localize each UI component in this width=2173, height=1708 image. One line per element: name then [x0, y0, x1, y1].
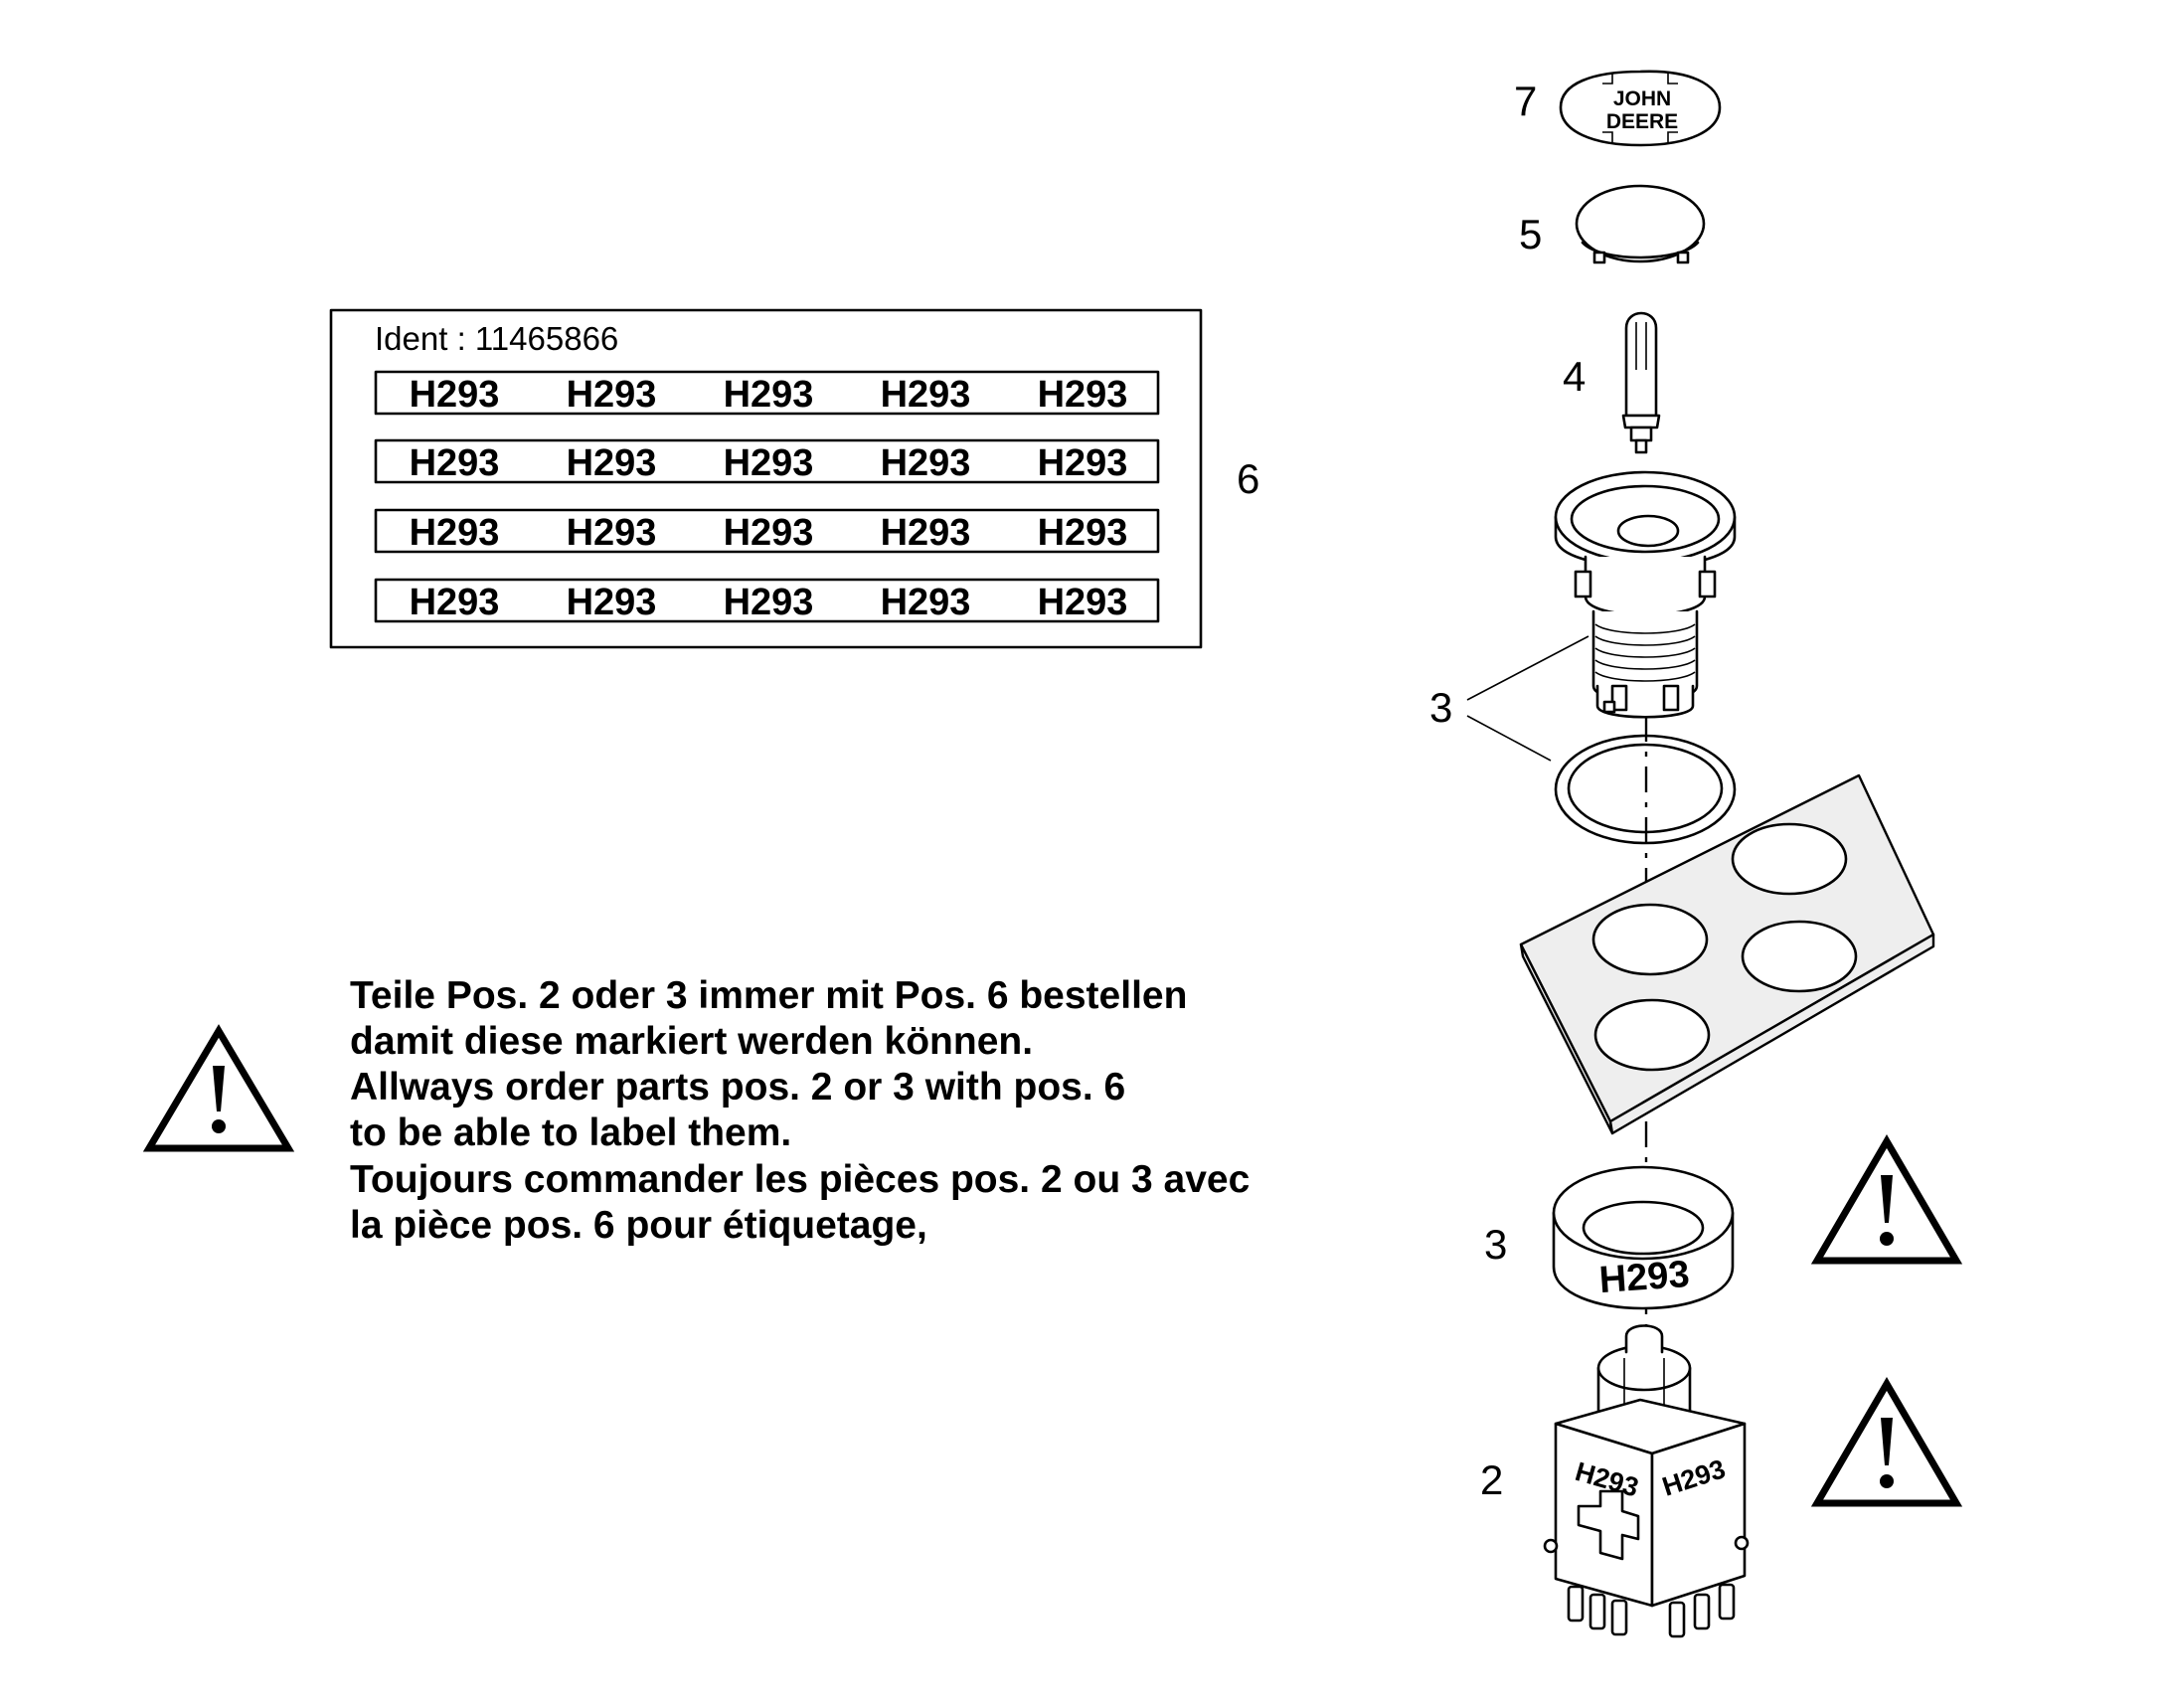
warning-triangle-icon: [1810, 1134, 1963, 1265]
mounting-plate: [1519, 773, 1935, 1135]
callout-2: 2: [1480, 1456, 1503, 1503]
label-sheet: Ident : 11465866 H293 H293 H293 H293 H29…: [329, 308, 1203, 649]
label-cell: H293: [410, 442, 500, 484]
label-row-1: H293 H293 H293 H293 H293: [374, 370, 1160, 416]
label-cell: H293: [724, 512, 814, 554]
label-row-3: H293 H293 H293 H293 H293: [374, 508, 1160, 554]
warning-note: Teile Pos. 2 oder 3 immer mit Pos. 6 bes…: [350, 974, 1250, 1247]
switch-pin: [1668, 1601, 1686, 1638]
o-ring: [1554, 734, 1737, 845]
switch-pin: [1588, 1593, 1606, 1630]
note-line: Toujours commander les pièces pos. 2 ou …: [350, 1158, 1250, 1201]
label-cell: H293: [1038, 582, 1128, 623]
label-cell: H293: [567, 512, 657, 554]
switch-pin: [1610, 1599, 1628, 1636]
leader-line: [1466, 715, 1552, 762]
label-cell: H293: [881, 442, 971, 484]
label-cell: H293: [1038, 374, 1128, 416]
ident-number: Ident : 11465866: [375, 320, 618, 357]
label-cell: H293: [567, 374, 657, 416]
label-cell: H293: [1038, 512, 1128, 554]
bulb: [1621, 311, 1661, 454]
ring-marking: H293: [1597, 1254, 1691, 1301]
leader-line: [1466, 635, 1589, 701]
callout-6: 6: [1237, 455, 1259, 502]
switch-pin: [1718, 1583, 1736, 1621]
lens-cap: [1575, 184, 1706, 264]
label-cell: H293: [881, 512, 971, 554]
label-cell: H293: [881, 374, 971, 416]
note-line: Allways order parts pos. 2 or 3 with pos…: [350, 1066, 1125, 1109]
logo-text-deere: DEERE: [1606, 110, 1678, 133]
warning-triangle-icon: [1810, 1377, 1963, 1507]
john-deere-logo-badge: JOHN DEERE: [1559, 70, 1722, 147]
note-line: Teile Pos. 2 oder 3 immer mit Pos. 6 bes…: [350, 974, 1187, 1017]
label-cell: H293: [410, 374, 500, 416]
switch-pin: [1567, 1585, 1585, 1623]
label-row-4: H293 H293 H293 H293 H293: [374, 578, 1160, 623]
switch-pin: [1693, 1593, 1711, 1630]
logo-text-john: JOHN: [1613, 87, 1671, 110]
callout-5: 5: [1519, 211, 1542, 257]
callout-7: 7: [1514, 78, 1537, 124]
callout-3-upper: 3: [1429, 684, 1452, 731]
callout-4: 4: [1563, 353, 1586, 400]
label-cell: H293: [724, 442, 814, 484]
label-cell: H293: [881, 582, 971, 623]
label-cell: H293: [1038, 442, 1128, 484]
button-housing: [1554, 470, 1737, 719]
label-ring: H293: [1552, 1165, 1735, 1310]
switch-block: H293 H293: [1543, 1324, 1750, 1638]
note-line: to be able to label them.: [350, 1111, 791, 1154]
warning-triangle-icon: [142, 1024, 295, 1152]
note-line: damit diese markiert werden können.: [350, 1020, 1033, 1063]
label-cell: H293: [724, 374, 814, 416]
label-cell: H293: [724, 582, 814, 623]
callout-3-lower: 3: [1484, 1221, 1507, 1268]
label-row-2: H293 H293 H293 H293 H293: [374, 438, 1160, 484]
label-cell: H293: [567, 442, 657, 484]
label-cell: H293: [410, 582, 500, 623]
label-cell: H293: [410, 512, 500, 554]
label-cell: H293: [567, 582, 657, 623]
note-line: la pièce pos. 6 pour étiquetage,: [350, 1204, 927, 1247]
